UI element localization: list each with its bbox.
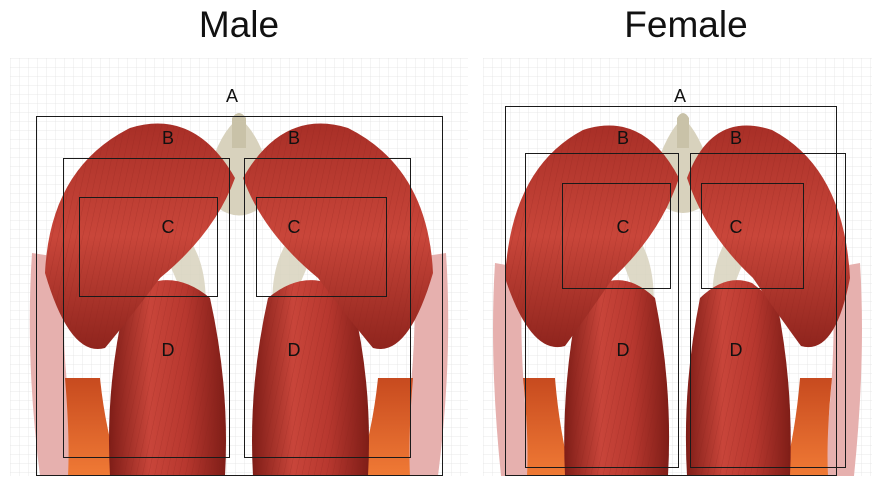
region-d-label-left: D	[158, 340, 178, 360]
region-c-label-right: C	[726, 217, 746, 237]
region-d-label-left: D	[613, 340, 633, 360]
region-d-label-right: D	[284, 340, 304, 360]
region-a-label: A	[222, 86, 242, 106]
region-b-label-right: B	[284, 128, 304, 148]
region-b-label-right: B	[726, 128, 746, 148]
region-c-label-right: C	[284, 217, 304, 237]
region-c-label-left: C	[158, 217, 178, 237]
region-b-label-left: B	[613, 128, 633, 148]
female-title: Female	[536, 4, 836, 46]
region-a-label: A	[670, 86, 690, 106]
male-title: Male	[89, 4, 389, 46]
region-c-label-left: C	[613, 217, 633, 237]
region-b-label-left: B	[158, 128, 178, 148]
male-panel: A B B C C D D	[10, 58, 468, 476]
female-panel: A B B C C D D	[483, 58, 872, 476]
region-c-box-left	[79, 197, 218, 297]
region-c-box-right	[701, 183, 804, 289]
region-c-box-right	[256, 197, 387, 297]
region-d-label-right: D	[726, 340, 746, 360]
